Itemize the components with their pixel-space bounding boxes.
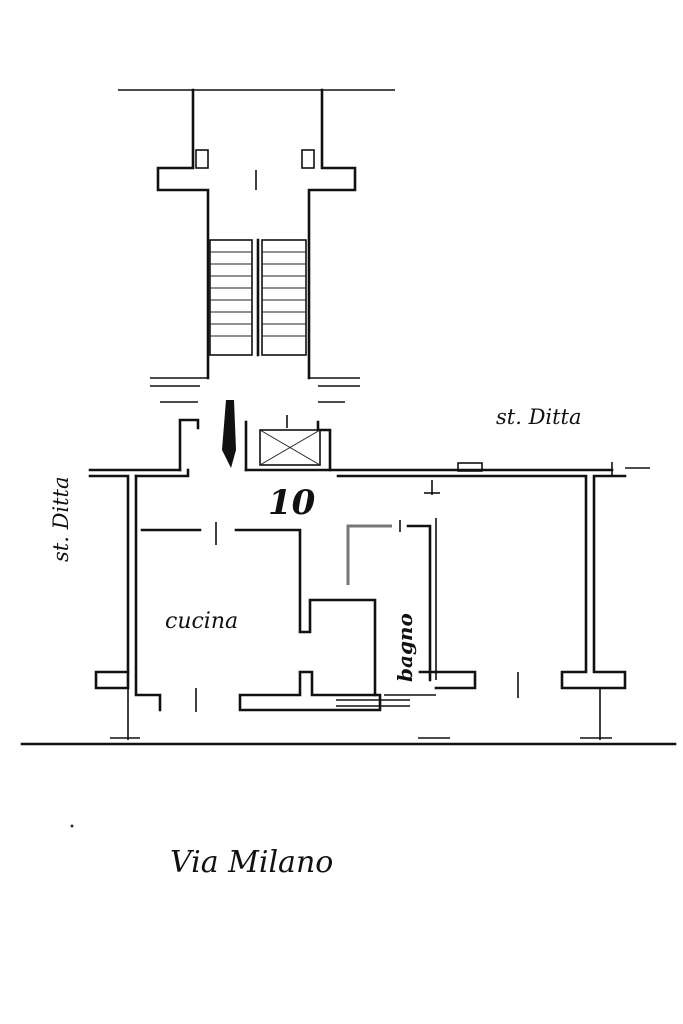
- apartment-outline: [88, 462, 650, 740]
- street-line: [20, 737, 677, 746]
- label-bathroom: bagno: [393, 613, 417, 682]
- label-owner-left: st. Ditta: [49, 476, 73, 562]
- ink-speck: [70, 824, 74, 828]
- stairwell: [150, 88, 360, 403]
- label-owner-top-right: st. Ditta: [496, 405, 582, 429]
- entrance-arrow: [222, 400, 236, 468]
- unit-number: 10: [268, 483, 316, 523]
- label-kitchen: cucina: [165, 609, 238, 634]
- interior-walls: [140, 480, 519, 712]
- shaft-box: [259, 415, 321, 466]
- stair-treads: [210, 251, 306, 337]
- label-street: Via Milano: [170, 845, 333, 880]
- entrance: [178, 400, 332, 472]
